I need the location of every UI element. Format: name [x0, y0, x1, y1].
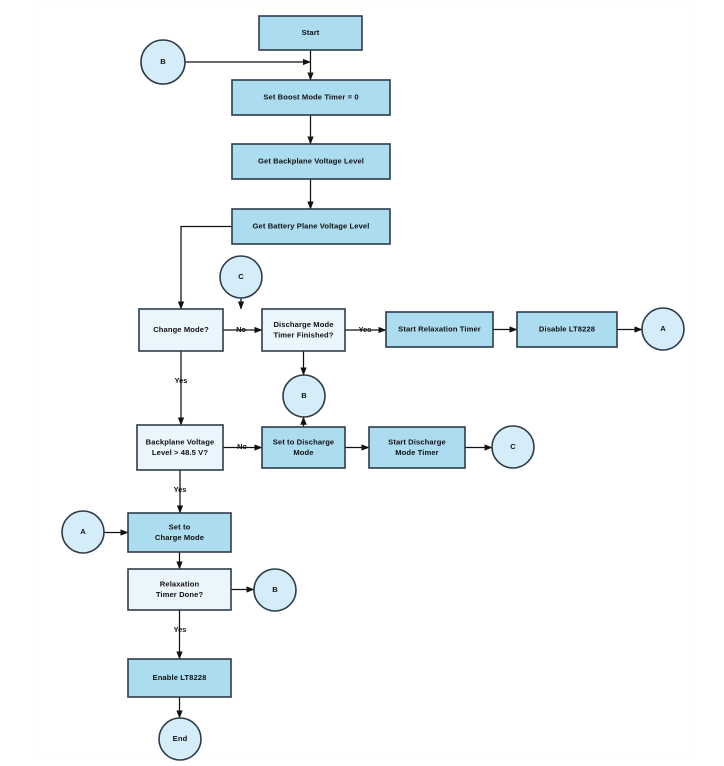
node-label-backplane_check: Level > 48.5 V? — [152, 448, 208, 457]
node-conn_b_mid[interactable]: B — [282, 374, 326, 418]
node-label-conn_c_mid: C — [510, 442, 516, 451]
node-disable_lt[interactable]: Disable LT8228 — [516, 311, 618, 348]
edges-layer — [104, 50, 643, 719]
node-shape-circle — [219, 255, 263, 299]
node-label-conn_b_bot: B — [272, 585, 278, 594]
node-conn_a_left[interactable]: A — [61, 510, 105, 554]
edge-label-yes-1: Yes — [359, 325, 372, 334]
node-label-end: End — [173, 734, 188, 743]
node-label-conn_b_top: B — [160, 57, 166, 66]
edge-label-no-3: No — [237, 442, 247, 451]
node-label-conn_a_right: A — [660, 324, 666, 333]
node-conn_b_top[interactable]: B — [140, 39, 186, 85]
node-label-backplane_check: Backplane Voltage — [146, 437, 215, 446]
edge-label-no-0: No — [236, 325, 246, 334]
node-label-set_boost: Set Boost Mode Timer = 0 — [263, 93, 358, 102]
node-label-disable_lt: Disable LT8228 — [539, 325, 595, 334]
node-enable_lt[interactable]: Enable LT8228 — [127, 658, 232, 698]
edge-label-yes-5: Yes — [174, 625, 187, 634]
node-label-start_dis_timer: Mode Timer — [395, 448, 438, 457]
node-conn_c_top[interactable]: C — [219, 255, 263, 299]
node-label-set_charge: Set to — [169, 522, 191, 531]
node-label-set_discharge: Set to Discharge — [273, 437, 335, 446]
node-get_battery[interactable]: Get Battery Plane Voltage Level — [231, 208, 391, 245]
node-conn_a_right[interactable]: A — [641, 307, 685, 351]
node-label-conn_b_mid: B — [301, 391, 307, 400]
node-start_relax[interactable]: Start Relaxation Timer — [385, 311, 494, 348]
edge-label-yes-4: Yes — [174, 485, 187, 494]
node-label-relax_done: Relaxation — [160, 579, 200, 588]
node-label-dis_timer_fin: Timer Finished? — [273, 330, 333, 339]
node-shape-circle — [641, 307, 685, 351]
node-shape-rect — [385, 311, 494, 348]
node-shape-rect — [231, 143, 391, 180]
node-set_boost[interactable]: Set Boost Mode Timer = 0 — [231, 79, 391, 116]
node-label-start: Start — [302, 28, 320, 37]
node-label-set_charge: Charge Mode — [155, 533, 204, 542]
node-shape-rect — [258, 15, 363, 51]
node-shape-rect — [516, 311, 618, 348]
node-start[interactable]: Start — [258, 15, 363, 51]
node-shape-rect — [127, 658, 232, 698]
node-label-dis_timer_fin: Discharge Mode — [273, 320, 333, 329]
node-shape-circle — [61, 510, 105, 554]
node-label-start_relax: Start Relaxation Timer — [398, 325, 481, 334]
node-label-start_dis_timer: Start Discharge — [388, 437, 446, 446]
node-label-enable_lt: Enable LT8228 — [153, 673, 207, 682]
node-label-get_backplane: Get Backplane Voltage Level — [258, 157, 364, 166]
node-conn_c_mid[interactable]: C — [491, 425, 535, 469]
node-set_charge[interactable]: Set to Charge Mode — [127, 512, 232, 553]
node-shape-rect — [261, 308, 346, 352]
node-end[interactable]: End — [158, 717, 202, 761]
node-get_backplane[interactable]: Get Backplane Voltage Level — [231, 143, 391, 180]
node-shape-circle — [140, 39, 186, 85]
node-shape-rect — [127, 568, 232, 611]
node-label-change_mode: Change Mode? — [153, 325, 209, 334]
node-shape-circle — [158, 717, 202, 761]
node-shape-rect — [138, 308, 224, 352]
node-shape-circle — [491, 425, 535, 469]
node-label-set_discharge: Mode — [293, 448, 313, 457]
node-shape-rect — [136, 424, 224, 471]
page-border — [37, 7, 690, 759]
node-label-conn_a_left: A — [80, 527, 86, 536]
node-shape-circle — [253, 568, 297, 612]
node-label-relax_done: Timer Done? — [156, 590, 204, 599]
node-shape-circle — [282, 374, 326, 418]
node-label-conn_c_top: C — [238, 272, 244, 281]
node-shape-rect — [261, 426, 346, 469]
node-shape-rect — [127, 512, 232, 553]
node-shape-rect — [368, 426, 466, 469]
node-change_mode[interactable]: Change Mode? — [138, 308, 224, 352]
node-conn_b_bot[interactable]: B — [253, 568, 297, 612]
node-label-get_battery: Get Battery Plane Voltage Level — [253, 222, 370, 231]
edge-label-yes-2: Yes — [175, 376, 188, 385]
node-shape-rect — [231, 208, 391, 245]
edge-get_battery-to-change_mode — [177, 225, 232, 310]
node-shape-rect — [231, 79, 391, 116]
